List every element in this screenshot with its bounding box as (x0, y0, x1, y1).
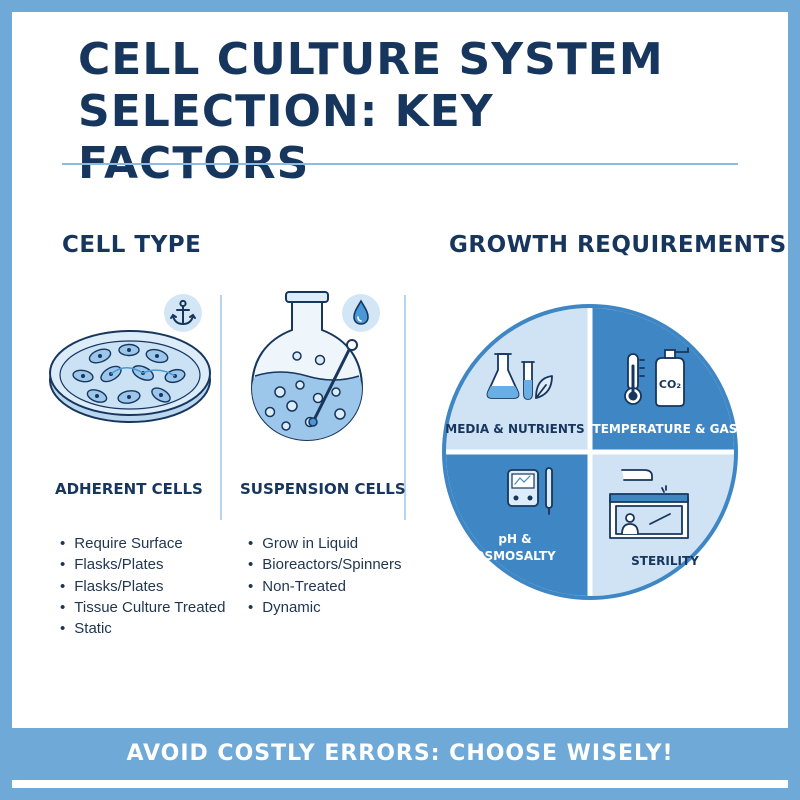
ph-meter-icon (507, 467, 553, 515)
ph-osmolality-label: pH & OSMOSALTY (440, 531, 590, 565)
adherent-cells-label: ADHERENT CELLS (55, 480, 203, 498)
temperature-gas-label: TEMPERATURE & GAS (592, 422, 738, 436)
thermometer-co2-icon (624, 347, 689, 407)
ph-label-line-1: pH & (498, 532, 532, 546)
list-item: Require Surface (60, 533, 225, 554)
anchor-icon (164, 294, 202, 332)
list-item: Bioreactors/Spinners (248, 554, 401, 575)
column-divider (220, 295, 222, 520)
flask-leaf-icon (486, 353, 553, 400)
ph-label-line-2: OSMOSALTY (474, 549, 556, 563)
title-divider (62, 163, 738, 165)
list-item: Static (60, 618, 225, 639)
list-item: Non-Treated (248, 576, 402, 597)
column-divider (404, 295, 406, 520)
spinner-flask-illustration (250, 291, 364, 442)
list-item: Tissue Culture Treated (60, 597, 225, 618)
cell-type-heading: CELL TYPE (62, 232, 202, 258)
growth-requirements-heading: GROWTH REQUIREMENTS (449, 232, 787, 258)
footer-banner: AVOID COSTLY ERRORS: CHOOSE WISELY! (12, 728, 788, 780)
media-nutrients-label: MEDIA & NUTRIENTS (445, 422, 585, 436)
list-item: Flasks/Plates (60, 576, 225, 597)
suspension-bullet-list: Grow in Liquid Bioreactors/Spinners Non-… (248, 533, 402, 618)
petri-dish-illustration (49, 330, 211, 423)
list-item: Grow in Liquid (248, 533, 402, 554)
wheel-graphic: CO₂ (442, 304, 738, 600)
title-line-1: CELL CULTURE SYSTEM (78, 34, 664, 85)
growth-requirements-wheel: CO₂ MEDIA & NUTRIENTS TEMPERATURE & GAS … (440, 302, 780, 602)
droplet-icon (342, 294, 380, 332)
biosafety-cabinet-icon (609, 469, 689, 539)
co2-label: CO₂ (659, 378, 681, 391)
footer-text: AVOID COSTLY ERRORS: CHOOSE WISELY! (126, 741, 674, 766)
list-item: Flasks/Plates (60, 554, 225, 575)
list-item: Dynamic (248, 597, 402, 618)
page-title: CELL CULTURE SYSTEM SELECTION: KEY FACTO… (78, 34, 738, 190)
suspension-cells-label: SUSPENSION CELLS (240, 480, 406, 498)
sterility-label: STERILITY (631, 554, 699, 568)
title-line-2: SELECTION: KEY FACTORS (78, 86, 494, 189)
adherent-bullet-list: Require Surface Flasks/Plates Flasks/Pla… (60, 533, 225, 639)
